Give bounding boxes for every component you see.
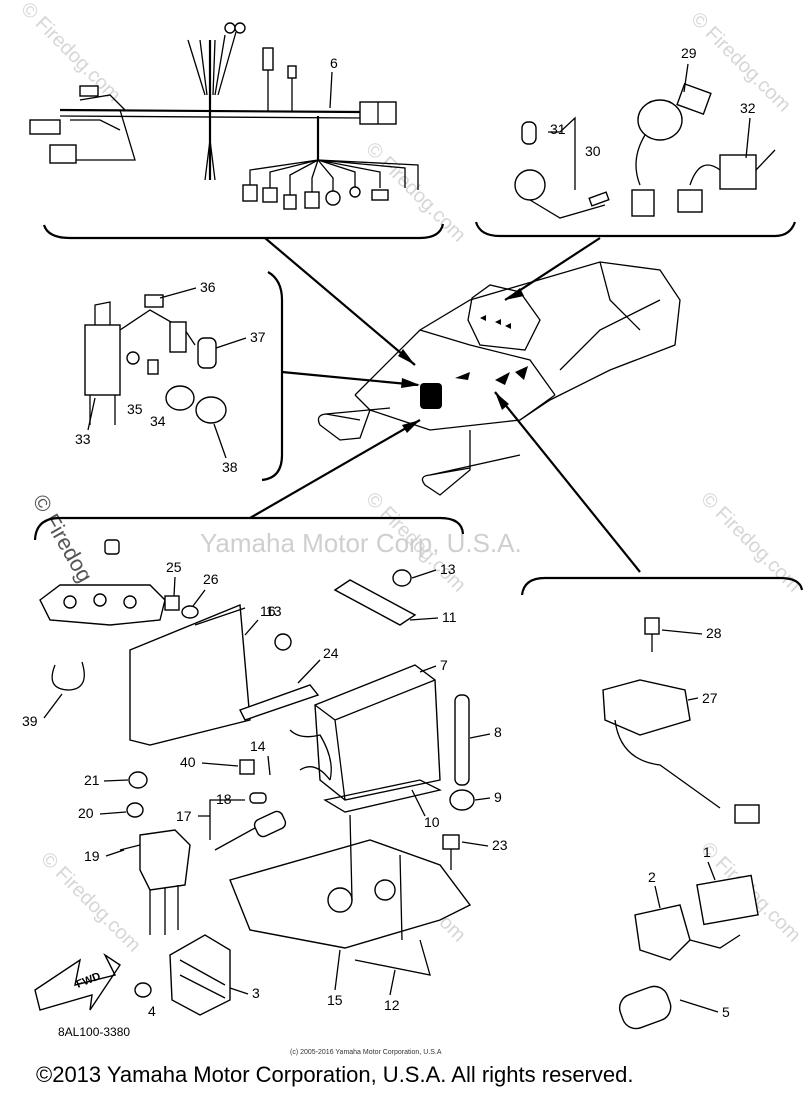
part-label-13a: 13 bbox=[266, 603, 282, 619]
bracket-relay bbox=[520, 576, 803, 596]
bracket-harness bbox=[42, 223, 445, 240]
part-label-14: 14 bbox=[250, 738, 266, 754]
part-label-21: 21 bbox=[84, 772, 100, 788]
part-label-16: 16 bbox=[260, 603, 276, 619]
part-label-15: 15 bbox=[327, 992, 343, 1008]
part-label-8: 8 bbox=[494, 724, 502, 740]
watermark-firedog-8: © Firedog.com bbox=[36, 848, 145, 957]
part-label-19: 19 bbox=[84, 848, 100, 864]
part-label-7: 7 bbox=[440, 657, 448, 673]
part-label-4: 4 bbox=[148, 1003, 156, 1019]
diagram-code: 8AL100-3380 bbox=[58, 1025, 130, 1039]
fwd-arrow bbox=[34, 952, 121, 1011]
bracket-switches bbox=[474, 221, 797, 238]
wire-harness-6: 6 bbox=[29, 22, 419, 210]
part-label-24: 24 bbox=[323, 645, 339, 661]
part-label-26: 26 bbox=[203, 571, 219, 587]
part-label-1: 1 bbox=[703, 844, 711, 860]
watermark-yamaha: Yamaha Motor Corp, U.S.A. bbox=[200, 528, 522, 558]
part-label-39: 39 bbox=[22, 713, 38, 729]
part-label-17: 17 bbox=[176, 808, 192, 824]
part-label-12: 12 bbox=[384, 997, 400, 1013]
part-label-28: 28 bbox=[706, 625, 722, 641]
part-label-34: 34 bbox=[150, 413, 166, 429]
part-label-37: 37 bbox=[250, 329, 266, 345]
part-label-6: 6 bbox=[330, 55, 338, 71]
part-label-40: 40 bbox=[180, 754, 196, 770]
part-label-18: 18 bbox=[216, 791, 232, 807]
part-label-27: 27 bbox=[702, 690, 718, 706]
part-label-31: 31 bbox=[550, 121, 566, 137]
watermark-firedog-5: © Firedog.com bbox=[696, 488, 803, 597]
small-copyright: (c) 2005-2016 Yamaha Motor Corporation, … bbox=[290, 1049, 442, 1056]
part-label-32: 32 bbox=[740, 100, 756, 116]
footer-copyright: ©2013 Yamaha Motor Corporation, U.S.A. A… bbox=[36, 1062, 633, 1087]
part-label-30: 30 bbox=[585, 143, 601, 159]
part-label-35: 35 bbox=[127, 401, 143, 417]
pointer-lines bbox=[249, 237, 641, 573]
part-label-33: 33 bbox=[75, 431, 91, 447]
relay-group: 28 27 1 2 5 bbox=[602, 617, 760, 1030]
part-label-13b: 13 bbox=[440, 561, 456, 577]
part-label-5: 5 bbox=[722, 1004, 730, 1020]
snowmobile-illustration bbox=[317, 261, 681, 496]
part-label-9: 9 bbox=[494, 789, 502, 805]
part-label-36: 36 bbox=[200, 279, 216, 295]
bracket-coil bbox=[261, 271, 284, 482]
ignition-coil-group: 36 37 33 35 34 38 bbox=[75, 279, 266, 475]
part-label-2: 2 bbox=[648, 869, 656, 885]
part-label-20: 20 bbox=[78, 805, 94, 821]
part-label-25: 25 bbox=[166, 559, 182, 575]
part-label-29: 29 bbox=[681, 45, 697, 61]
part-label-38: 38 bbox=[222, 459, 238, 475]
part-label-11: 11 bbox=[442, 609, 457, 625]
part-label-3: 3 bbox=[252, 985, 260, 1001]
part-label-23: 23 bbox=[492, 837, 508, 853]
battery-cdi-group: 25 26 16 39 13 13 11 24 7 8 bbox=[22, 539, 508, 1039]
switch-group: 31 30 29 32 bbox=[514, 45, 776, 219]
part-label-10: 10 bbox=[424, 814, 440, 830]
watermark-firedog-3: © Firedog.com bbox=[16, 0, 125, 106]
